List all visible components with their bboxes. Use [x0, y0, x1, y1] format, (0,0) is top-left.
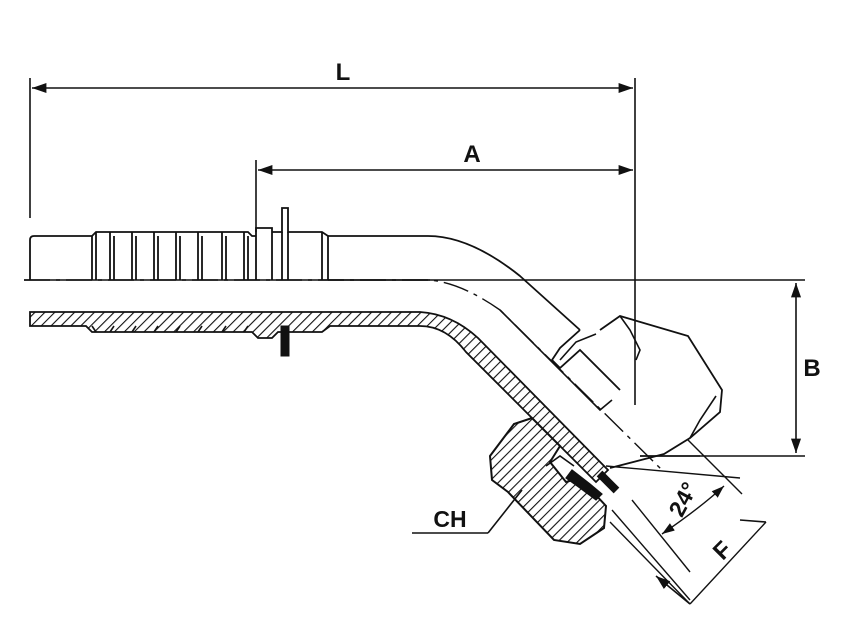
dimension-F-arrow-2: [739, 519, 767, 523]
hex-nut-outline: [599, 315, 723, 469]
nut-inner-step: [545, 455, 575, 467]
dimension-F-arrow-1: [655, 575, 691, 605]
nipple-outline: [550, 329, 621, 391]
seal-ring: [565, 469, 603, 501]
dimension-B: B: [640, 283, 821, 457]
dimension-label-F: F: [708, 536, 737, 565]
dimension-label-B: B: [803, 355, 820, 382]
hex-nut-chamfer: [559, 333, 597, 361]
nipple-bore-line: [499, 309, 613, 412]
dimension-cone-angle: [605, 439, 743, 601]
hex-nut-edge-1: [619, 315, 641, 361]
hose-tail-upper: [29, 207, 329, 280]
dimension-label-L: L: [336, 59, 351, 86]
cone-tip: [596, 470, 620, 494]
dimension-L: L: [29, 59, 636, 405]
ferrule-tab-lower: [280, 325, 290, 357]
dimension-label-angle: 24°: [663, 478, 702, 521]
hex-nut-edge-2: [689, 395, 717, 439]
ribs-lower: [91, 325, 249, 333]
hex-nut-section: [488, 416, 608, 546]
section-wall-lower: [29, 311, 610, 484]
bent-tube-outer: [328, 235, 581, 331]
dimension-A: A: [255, 141, 633, 232]
dimension-label-A: A: [463, 141, 480, 168]
leader-CH: [412, 489, 523, 534]
centerline: [24, 279, 663, 471]
dimension-label-CH: CH: [433, 506, 466, 532]
dimension-F: [609, 521, 767, 605]
